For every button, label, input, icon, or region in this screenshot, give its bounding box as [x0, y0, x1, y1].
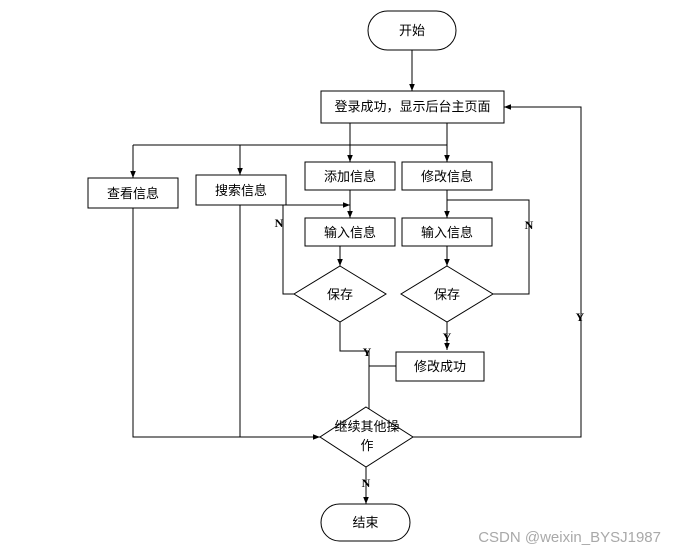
watermark-text: CSDN @weixin_BYSJ1987: [478, 529, 661, 546]
edge-save-add-yes: [339, 322, 372, 419]
input-info-add-box: 输入信息: [304, 217, 396, 247]
save-add-no-label: N: [275, 216, 284, 230]
input-info-add-label: 输入信息: [324, 225, 376, 241]
end-node: 结束: [320, 503, 411, 542]
add-info-box: 添加信息: [304, 161, 396, 191]
save-edit-no-label: N: [525, 218, 534, 232]
continue-label-line1: 继续其他操: [334, 419, 399, 435]
save-edit-yes-label: Y: [443, 330, 452, 344]
edges: [130, 50, 582, 504]
end-label: 结束: [352, 516, 378, 531]
edit-success-label: 修改成功: [414, 360, 466, 375]
save-add-decision: 保存: [293, 265, 387, 323]
continue-no-label: N: [362, 476, 371, 490]
view-info-box: 查看信息: [87, 177, 179, 209]
start-label: 开始: [399, 24, 425, 39]
save-add-yes-label: Y: [363, 345, 372, 359]
add-info-label: 添加信息: [324, 169, 376, 185]
save-add-label: 保存: [327, 288, 353, 303]
save-edit-label: 保存: [434, 288, 460, 303]
edge-view-to-continue: [132, 208, 320, 440]
start-node: 开始: [367, 10, 457, 51]
edge-save-add-no-loop: [282, 202, 350, 295]
edge-continue-yes-loop: [413, 104, 582, 438]
edge-save-edit-no-loop: [447, 199, 530, 295]
edit-info-box: 修改信息: [401, 161, 493, 191]
continue-decision: 继续其他操 作: [319, 406, 414, 468]
login-main-box: 登录成功，显示后台主页面: [320, 90, 505, 124]
input-info-edit-label: 输入信息: [421, 225, 473, 241]
search-info-box: 搜索信息: [195, 174, 287, 206]
search-info-label: 搜索信息: [215, 183, 267, 199]
input-info-edit-box: 输入信息: [401, 217, 493, 247]
continue-label-line2: 作: [360, 439, 373, 454]
save-edit-decision: 保存: [400, 265, 494, 323]
continue-yes-label: Y: [576, 310, 585, 324]
edit-success-box: 修改成功: [395, 351, 485, 382]
edit-info-label: 修改信息: [421, 169, 473, 185]
view-info-label: 查看信息: [107, 186, 159, 202]
login-main-label: 登录成功，显示后台主页面: [334, 100, 490, 115]
